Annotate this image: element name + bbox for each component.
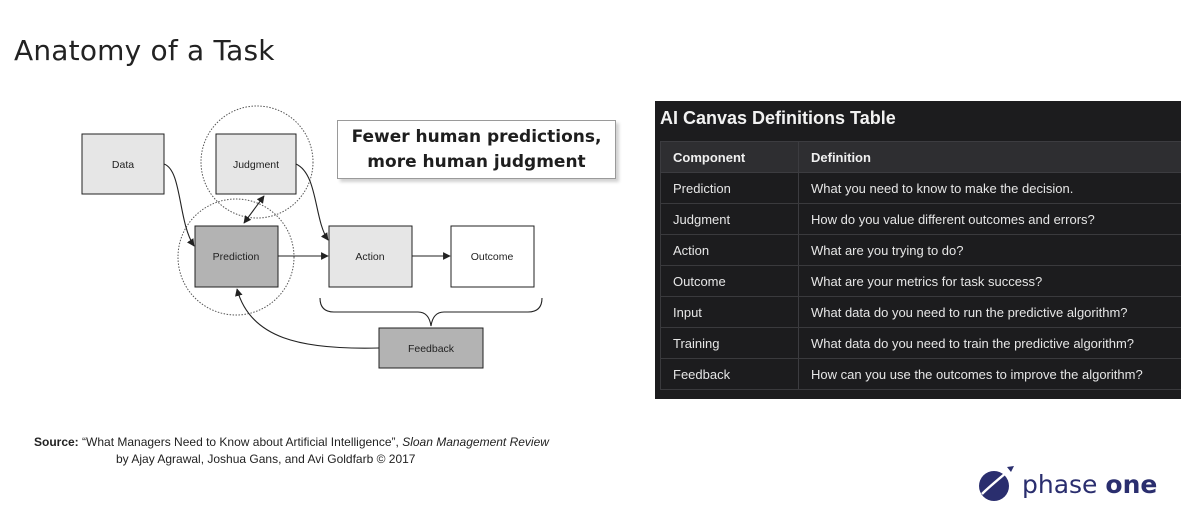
judgment-prediction-double-arrow (243, 195, 265, 224)
cell-definition: What data do you need to train the predi… (798, 327, 1181, 359)
table-row: Input What data do you need to run the p… (660, 296, 1181, 328)
cell-definition: What are your metrics for task success? (798, 265, 1181, 297)
cell-definition: What you need to know to make the decisi… (798, 172, 1181, 204)
source-label: Source: (34, 435, 79, 449)
prediction-label: Prediction (213, 251, 260, 263)
logo-text-bold: one (1105, 469, 1158, 499)
feedback-to-prediction-arrow (235, 288, 380, 349)
cell-definition: How do you value different outcomes and … (798, 203, 1181, 235)
table-row: Feedback How can you use the outcomes to… (660, 358, 1181, 390)
callout-line-1: Fewer human predictions, (351, 126, 602, 147)
data-label: Data (112, 159, 134, 171)
table-row: Prediction What you need to know to make… (660, 172, 1181, 204)
table-row: Outcome What are your metrics for task s… (660, 265, 1181, 297)
data-box (81, 133, 165, 195)
task-diagram: Data Judgment Prediction Action Outcome … (81, 105, 543, 369)
slide-title: Anatomy of a Task (14, 34, 275, 67)
data-to-prediction-arrow (163, 163, 195, 247)
table-row: Judgment How do you value different outc… (660, 203, 1181, 235)
outcome-label: Outcome (471, 251, 514, 263)
action-label: Action (355, 251, 384, 263)
source-byline: by Ajay Agrawal, Joshua Gans, and Avi Go… (116, 452, 416, 466)
cell-component: Input (660, 296, 799, 328)
definitions-table: Component Definition Prediction What you… (660, 141, 1181, 390)
source-citation: Source: “What Managers Need to Know abou… (34, 434, 549, 468)
cell-component: Feedback (660, 358, 799, 390)
cell-component: Action (660, 234, 799, 266)
source-quote: “What Managers Need to Know about Artifi… (78, 435, 403, 449)
callout-box: Fewer human predictions, more human judg… (337, 120, 616, 179)
feedback-label: Feedback (408, 343, 455, 355)
header-component: Component (660, 141, 799, 173)
phase-one-logo-text: phase one (1022, 470, 1157, 499)
cell-component: Judgment (660, 203, 799, 235)
phase-one-logo-icon (979, 466, 1014, 501)
table-row: Action What are you trying to do? (660, 234, 1181, 266)
cell-component: Outcome (660, 265, 799, 297)
cell-component: Training (660, 327, 799, 359)
table-header-row: Component Definition (660, 141, 1181, 173)
action-box (328, 225, 413, 288)
table-row: Training What data do you need to train … (660, 327, 1181, 359)
feedback-box (378, 327, 484, 369)
header-definition: Definition (798, 141, 1181, 173)
cell-definition: How can you use the outcomes to improve … (798, 358, 1181, 390)
cell-definition: What are you trying to do? (798, 234, 1181, 266)
source-line-1: Source: “What Managers Need to Know abou… (34, 434, 549, 451)
judgment-box (215, 133, 297, 195)
cell-component: Prediction (660, 172, 799, 204)
cell-definition: What data do you need to run the predict… (798, 296, 1181, 328)
callout-line-2: more human judgment (367, 151, 586, 172)
prediction-box (194, 225, 279, 288)
prediction-highlight-circle (177, 198, 295, 316)
outcome-box (450, 225, 535, 288)
action-outcome-brace (319, 297, 543, 327)
definitions-panel: AI Canvas Definitions Table Component De… (655, 101, 1181, 399)
phase-one-logo: phase one (976, 463, 1157, 505)
source-journal: Sloan Management Review (402, 435, 549, 449)
judgment-label: Judgment (233, 159, 279, 171)
logo-text-light: phase (1022, 469, 1106, 499)
table-title: AI Canvas Definitions Table (660, 108, 896, 128)
judgment-to-action-arrow (295, 163, 329, 241)
